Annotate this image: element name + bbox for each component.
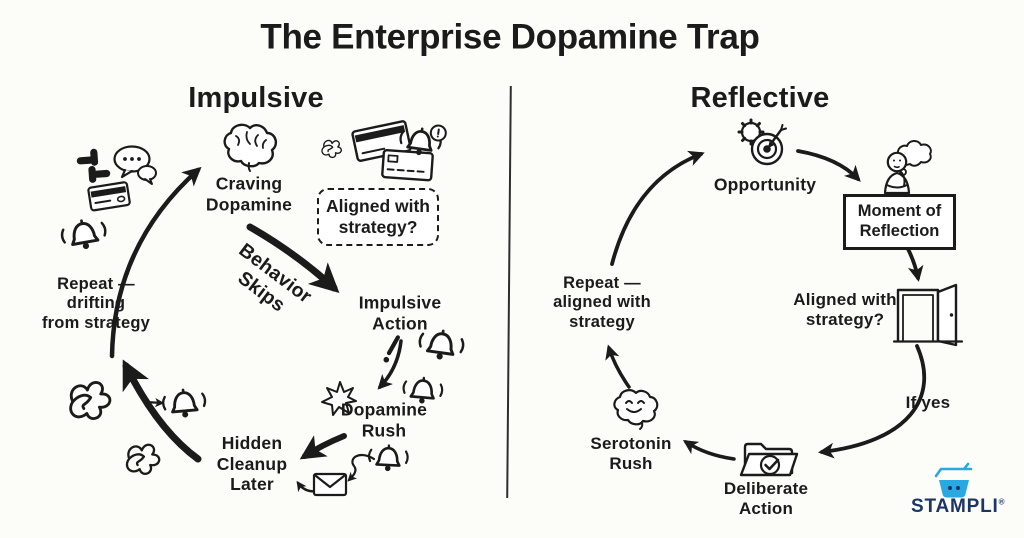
- label-opportunity: Opportunity: [713, 174, 817, 195]
- right-heading: Reflective: [690, 81, 830, 114]
- label-dopamine-rush: Dopamine Rush: [340, 399, 428, 440]
- arrow-cleanup-to-repeat: [122, 359, 202, 463]
- arrow-opportunity-to-reflection: [796, 149, 861, 182]
- stampli-logo: STAMPLI®: [911, 496, 1005, 518]
- arrow-to-bell: [144, 397, 165, 408]
- stampli-basket-icon: [934, 462, 973, 498]
- exclamation-icon: [383, 335, 400, 363]
- page-title: The Enterprise Dopamine Trap: [260, 17, 760, 57]
- aligned-strategy-question-text: Aligned with strategy?: [325, 196, 431, 237]
- moment-of-reflection-box: Moment of Reflection: [843, 194, 956, 250]
- brain-icon: [223, 123, 278, 172]
- label-serotonin-rush: Serotonin Rush: [590, 433, 672, 473]
- arrow-repeat-to-opportunity: [610, 150, 705, 266]
- bell-icon: [160, 386, 208, 421]
- left-cycle-arrows: [109, 166, 403, 493]
- slack-icon: [76, 148, 111, 183]
- credit-cards-icon: [351, 120, 447, 182]
- envelope-icon: [312, 472, 348, 497]
- gear-target-icon: [737, 118, 787, 166]
- arrow-behavior-skips: [246, 223, 340, 293]
- arrow-repeat-to-craving: [109, 166, 202, 359]
- arrow-action-to-serotonin: [682, 439, 736, 461]
- scribble-icon: [125, 443, 161, 475]
- arrow-impulsive-to-rush: [377, 339, 403, 390]
- chat-bubbles-icon: [113, 145, 157, 185]
- label-aligned-with-strategy: Aligned with strategy?: [793, 289, 897, 329]
- bell-icon: [58, 215, 110, 255]
- left-heading: Impulsive: [188, 81, 324, 114]
- label-deliberate-action: Deliberate Action: [723, 478, 809, 518]
- stampli-logo-text: STAMPLI: [911, 496, 999, 517]
- arrow-bell-to-envelope: [347, 454, 376, 482]
- starburst-icon: [321, 381, 357, 416]
- label-repeat-drifting: Repeat — drifting from strategy: [41, 274, 151, 332]
- alert-bell-icon: [397, 124, 447, 160]
- door-icon: [892, 283, 964, 347]
- scribble-icon: [67, 379, 113, 422]
- folder-check-icon: [739, 442, 799, 477]
- label-repeat-aligned: Repeat — aligned with strategy: [553, 273, 651, 331]
- label-hidden-cleanup-later: Hidden Cleanup Later: [216, 433, 288, 495]
- credit-card-icon: [87, 181, 131, 212]
- moment-of-reflection-text: Moment of Reflection: [857, 202, 942, 240]
- registered-mark: ®: [998, 497, 1006, 507]
- label-if-yes: If yes: [905, 392, 951, 412]
- arrow-serotonin-to-repeat: [605, 344, 631, 389]
- arrow-reflection-to-door: [906, 247, 924, 282]
- thinking-person-icon: [883, 140, 932, 195]
- aligned-strategy-question-box: Aligned with strategy?: [317, 188, 439, 246]
- label-impulsive-action: Impulsive Action: [358, 292, 442, 333]
- arrow-rush-to-cleanup: [299, 433, 347, 460]
- right-cycle-arrows: [605, 149, 927, 461]
- label-craving-dopamine: Craving Dopamine: [205, 173, 293, 214]
- scribble-icon: [320, 137, 344, 160]
- arrow-if-yes-to-action: [818, 344, 927, 459]
- happy-brain-icon: [613, 389, 659, 430]
